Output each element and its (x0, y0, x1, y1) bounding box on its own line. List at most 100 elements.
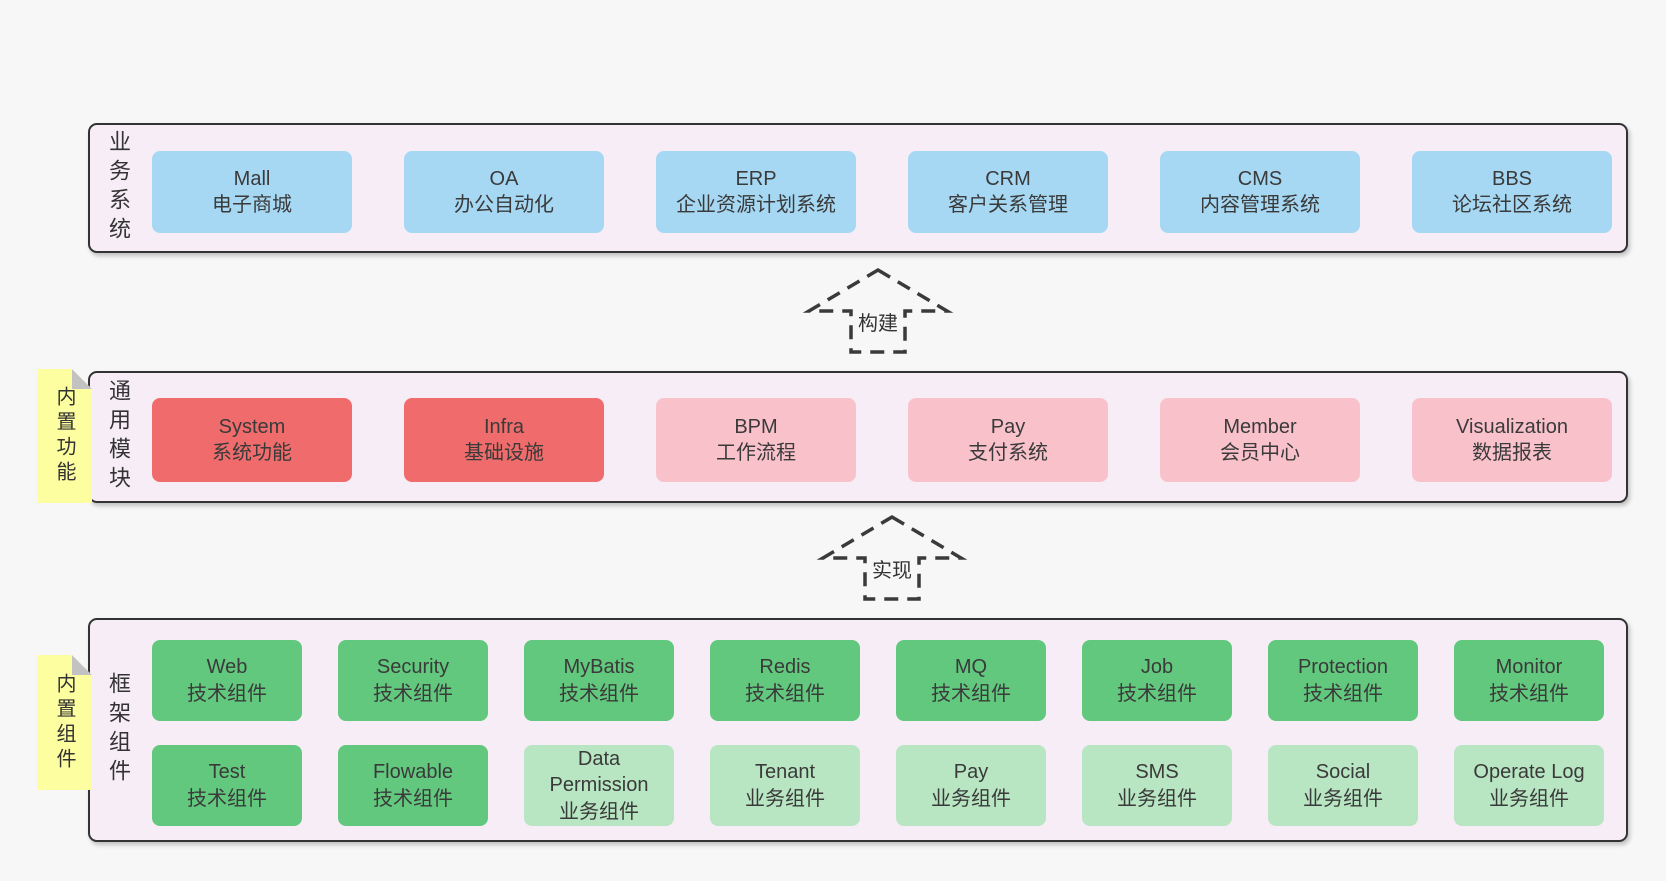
box-pay: Pay 支付系统 (908, 398, 1108, 482)
implement-arrow: 实现 (816, 514, 968, 602)
row-common-modules-1: System 系统功能 Infra 基础设施 BPM 工作流程 Pay 支付系统… (152, 398, 1612, 482)
box-mall: Mall 电子商城 (152, 151, 352, 233)
box-subtitle: 技术组件 (1117, 682, 1197, 705)
box-mybatis: MyBatis 技术组件 (524, 640, 674, 721)
layer-label-business-systems: 业务系统 (106, 130, 131, 246)
box-operate-log: Operate Log 业务组件 (1454, 745, 1604, 826)
box-data-permission: Data Permission 业务组件 (524, 745, 674, 826)
box-subtitle: 业务组件 (931, 787, 1011, 810)
box-subtitle: 业务组件 (1303, 787, 1383, 810)
box-title: Protection (1297, 656, 1389, 679)
build-arrow: 构建 (802, 267, 954, 355)
box-subtitle: 技术组件 (187, 787, 267, 810)
row-business-systems-1: Mall 电子商城 OA 办公自动化 ERP 企业资源计划系统 CRM 客户关系… (152, 151, 1612, 233)
box-subtitle: 技术组件 (373, 787, 453, 810)
box-subtitle: 技术组件 (931, 682, 1011, 705)
box-title: Web (206, 656, 248, 679)
box-subtitle: 内容管理系统 (1200, 194, 1320, 216)
arrow-label: 实现 (869, 554, 915, 583)
box-bbs: BBS 论坛社区系统 (1412, 151, 1612, 233)
sticky-note-text: 内置组件 (53, 672, 75, 773)
box-cms: CMS 内容管理系统 (1160, 151, 1360, 233)
box-system: System 系统功能 (152, 398, 352, 482)
box-title: CMS (1237, 167, 1283, 190)
box-mq: MQ 技术组件 (896, 640, 1046, 721)
layer-business-systems: 业务系统 Mall 电子商城 OA 办公自动化 ERP 企业资源计划系统 CRM… (88, 123, 1628, 253)
row-framework-components-2: Test 技术组件 Flowable 技术组件 Data Permission … (152, 745, 1604, 826)
box-title: Monitor (1495, 656, 1563, 679)
box-subtitle: 业务组件 (745, 787, 825, 810)
box-subtitle: 数据报表 (1472, 442, 1552, 464)
box-visualization: Visualization 数据报表 (1412, 398, 1612, 482)
box-erp: ERP 企业资源计划系统 (656, 151, 856, 233)
box-bpm: BPM 工作流程 (656, 398, 856, 482)
box-subtitle: 客户关系管理 (948, 194, 1068, 216)
box-subtitle: 业务组件 (559, 800, 639, 823)
box-subtitle: 基础设施 (464, 442, 544, 464)
sticky-note-common-modules: 内置功能 (37, 369, 92, 503)
box-title: Member (1223, 415, 1297, 438)
box-title: Data Permission (549, 747, 649, 797)
box-title: Operate Log (1473, 761, 1585, 784)
layer-label-framework-components: 框架组件 (106, 672, 131, 788)
box-subtitle: 会员中心 (1220, 442, 1300, 464)
box-title: Flowable (372, 761, 454, 784)
box-monitor: Monitor 技术组件 (1454, 640, 1604, 721)
box-test: Test 技术组件 (152, 745, 302, 826)
box-title: Pay (990, 415, 1026, 438)
box-subtitle: 系统功能 (212, 442, 292, 464)
box-subtitle: 电子商城 (212, 194, 292, 216)
box-title: OA (489, 167, 519, 190)
layer-common-modules: 通用模块 System 系统功能 Infra 基础设施 BPM 工作流程 Pay… (88, 371, 1628, 503)
box-title: Visualization (1456, 415, 1568, 438)
box-subtitle: 技术组件 (187, 682, 267, 705)
box-flowable: Flowable 技术组件 (338, 745, 488, 826)
box-infra: Infra 基础设施 (404, 398, 604, 482)
box-redis: Redis 技术组件 (710, 640, 860, 721)
box-security: Security 技术组件 (338, 640, 488, 721)
box-protection: Protection 技术组件 (1268, 640, 1418, 721)
sticky-note-text: 内置功能 (53, 386, 75, 486)
box-title: Social (1315, 761, 1371, 784)
box-title: ERP (735, 167, 777, 190)
box-web: Web 技术组件 (152, 640, 302, 721)
box-subtitle: 技术组件 (373, 682, 453, 705)
arrow-label: 构建 (855, 307, 901, 336)
box-title: SMS (1135, 761, 1179, 784)
box-oa: OA 办公自动化 (404, 151, 604, 233)
box-subtitle: 技术组件 (1303, 682, 1383, 705)
box-job: Job 技术组件 (1082, 640, 1232, 721)
box-title: Job (1140, 656, 1174, 679)
sticky-note-framework-components: 内置组件 (37, 655, 92, 790)
box-title: Infra (483, 415, 525, 438)
box-title: BBS (1491, 167, 1533, 190)
box-title: BPM (734, 415, 778, 438)
box-title: System (218, 415, 286, 438)
box-sms: SMS 业务组件 (1082, 745, 1232, 826)
box-title: MQ (954, 656, 988, 679)
box-title: CRM (985, 167, 1031, 190)
box-title: Redis (759, 656, 811, 679)
box-pay: Pay 业务组件 (896, 745, 1046, 826)
box-subtitle: 论坛社区系统 (1452, 194, 1572, 216)
box-subtitle: 办公自动化 (454, 194, 554, 216)
box-social: Social 业务组件 (1268, 745, 1418, 826)
box-title: MyBatis (563, 656, 635, 679)
box-subtitle: 企业资源计划系统 (676, 194, 836, 216)
layer-label-common-modules: 通用模块 (106, 379, 131, 495)
row-framework-components-1: Web 技术组件 Security 技术组件 MyBatis 技术组件 Redi… (152, 640, 1604, 721)
box-title: Tenant (754, 761, 816, 784)
box-tenant: Tenant 业务组件 (710, 745, 860, 826)
box-subtitle: 技术组件 (559, 682, 639, 705)
box-subtitle: 技术组件 (745, 682, 825, 705)
box-subtitle: 业务组件 (1489, 787, 1569, 810)
box-member: Member 会员中心 (1160, 398, 1360, 482)
box-title: Security (376, 656, 450, 679)
box-title: Mall (233, 167, 271, 190)
box-title: Test (208, 761, 246, 784)
box-title: Pay (953, 761, 989, 784)
box-subtitle: 业务组件 (1117, 787, 1197, 810)
box-subtitle: 支付系统 (968, 442, 1048, 464)
box-subtitle: 技术组件 (1489, 682, 1569, 705)
box-crm: CRM 客户关系管理 (908, 151, 1108, 233)
